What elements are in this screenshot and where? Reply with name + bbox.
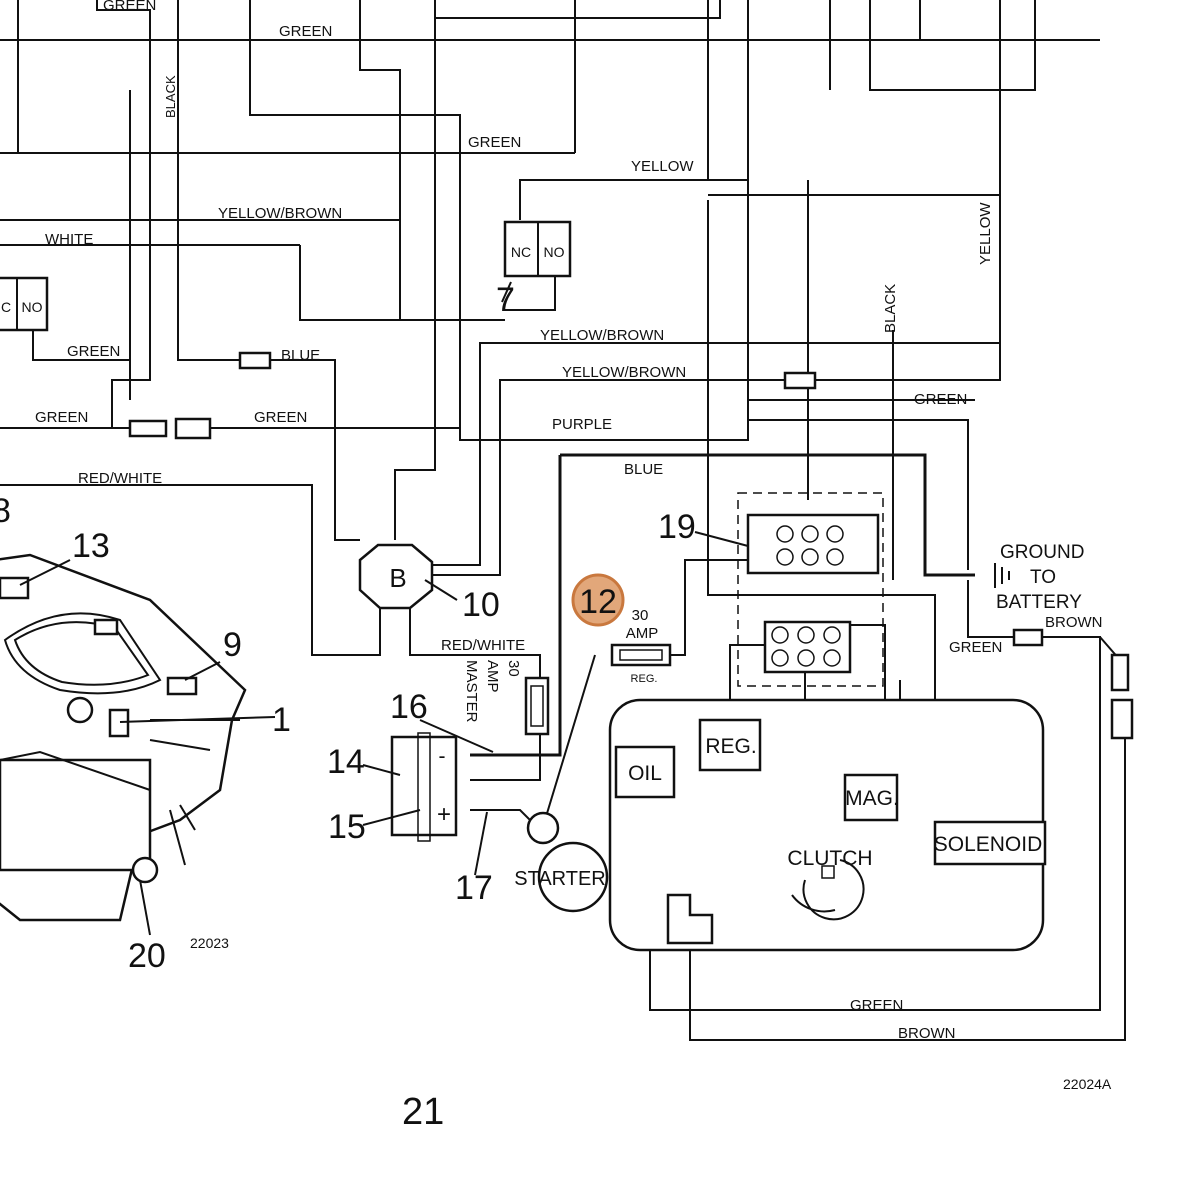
solenoid-label: SOLENOID: [934, 833, 1043, 856]
inline-connectors: [128, 351, 1134, 740]
switch7-nc-label: NC: [511, 244, 531, 260]
wire-label-green-mid: GREEN: [468, 134, 521, 151]
callout-12-highlight: [571, 573, 625, 627]
callout-14: 14: [327, 743, 365, 781]
wire-label-yellow-brown-1: YELLOW/BROWN: [218, 205, 342, 222]
connector-19: [737, 492, 884, 687]
callout-16: 16: [390, 688, 428, 726]
reg-fuse-30: 30: [632, 607, 649, 624]
switch-7: NC NO: [503, 220, 572, 278]
wire-label-blue-bus: BLUE: [624, 461, 663, 478]
callout-leaders: [19, 281, 749, 936]
wire-label-yellow-right: YELLOW: [977, 202, 994, 265]
wire-label-green-lower-left: GREEN: [35, 409, 88, 426]
wire-label-white: WHITE: [45, 231, 93, 248]
wire-label-yellow-brown-2: YELLOW/BROWN: [540, 327, 664, 344]
switch-left-nc-label: C: [1, 299, 11, 315]
wire-label-yellow-top: YELLOW: [631, 158, 694, 175]
wire-label-blue-conn: BLUE: [281, 347, 320, 364]
wire-label-red-white-1: RED/WHITE: [78, 470, 162, 487]
wire-label-green-right: GREEN: [914, 391, 967, 408]
ground-line-3: BATTERY: [996, 592, 1082, 613]
oil-label: OIL: [628, 762, 662, 785]
part-codes: 22023 22024A: [190, 935, 1112, 1092]
wire-label-green-ground: GREEN: [949, 639, 1002, 656]
switch-left: C NO: [0, 276, 49, 332]
master-fuse-amp: AMP: [484, 660, 501, 693]
callout-20: 20: [128, 937, 166, 975]
wire-label-yellow-brown-3: YELLOW/BROWN: [562, 364, 686, 381]
callout-15: 15: [328, 808, 366, 846]
ground-line-2: TO: [1030, 567, 1056, 588]
switch-left-no-label: NO: [22, 299, 43, 315]
reg-label: REG.: [705, 735, 756, 758]
battery: - +: [390, 732, 458, 842]
callout-7: 7: [496, 281, 515, 319]
callout-12: 12: [579, 583, 617, 621]
b-terminal-label: B: [389, 563, 406, 593]
ground-line-1: GROUND: [1000, 542, 1084, 563]
master-fuse-30amp: 30 AMP MASTER: [463, 660, 550, 736]
callout-19: 19: [658, 508, 696, 546]
callout-21: 21: [402, 1091, 444, 1133]
battery-plus: +: [437, 801, 451, 828]
starter: STARTER: [514, 811, 609, 913]
callout-8: 8: [0, 492, 11, 530]
wire-label-black-vert: BLACK: [163, 75, 178, 118]
battery-minus: -: [439, 745, 446, 768]
callout-17: 17: [455, 869, 493, 907]
part-code-left: 22023: [190, 935, 229, 951]
reg-fuse-reg: REG.: [631, 673, 658, 685]
callout-10: 10: [462, 586, 500, 624]
control-panel-illustration: [0, 553, 247, 922]
wire-label-green-nc-left: GREEN: [67, 343, 120, 360]
wire-label-black-right: BLACK: [882, 284, 899, 333]
master-fuse-30: 30: [505, 660, 522, 677]
ground-to-battery: GROUND TO BATTERY: [994, 542, 1084, 613]
wire-label-red-white-2: RED/WHITE: [441, 637, 525, 654]
wire-label-green-top-left: GREEN: [103, 0, 156, 14]
callout-13: 13: [72, 527, 110, 565]
reg-fuse-30amp: 30 AMP REG.: [610, 607, 672, 685]
callout-1: 1: [272, 701, 291, 739]
wire-label-purple: PURPLE: [552, 416, 612, 433]
wire-labels: GREEN GREEN BLACK GREEN YELLOW YELLOW/BR…: [35, 0, 1103, 1042]
wire-label-green-top: GREEN: [279, 23, 332, 40]
callouts: 7 19 13 8 10 9 1 12 16 14 15 17 20 21: [0, 281, 696, 1133]
wire-label-brown-ground: BROWN: [1045, 614, 1103, 631]
part-code-right: 22024A: [1063, 1076, 1112, 1092]
reg-fuse-amp: AMP: [626, 625, 659, 642]
mag-label: MAG.: [845, 787, 899, 810]
switch7-no-label: NO: [544, 244, 565, 260]
wire-label-green-lower-mid: GREEN: [254, 409, 307, 426]
wire-label-brown-bottom: BROWN: [898, 1025, 956, 1042]
engine-block: OIL REG. MAG. SOLENOID CLUTCH: [608, 698, 1047, 952]
master-fuse-master: MASTER: [463, 660, 480, 723]
callout-9: 9: [223, 626, 242, 664]
wire-label-green-bottom: GREEN: [850, 997, 903, 1014]
starter-label: STARTER: [514, 868, 606, 890]
b-terminal: B: [358, 543, 434, 610]
